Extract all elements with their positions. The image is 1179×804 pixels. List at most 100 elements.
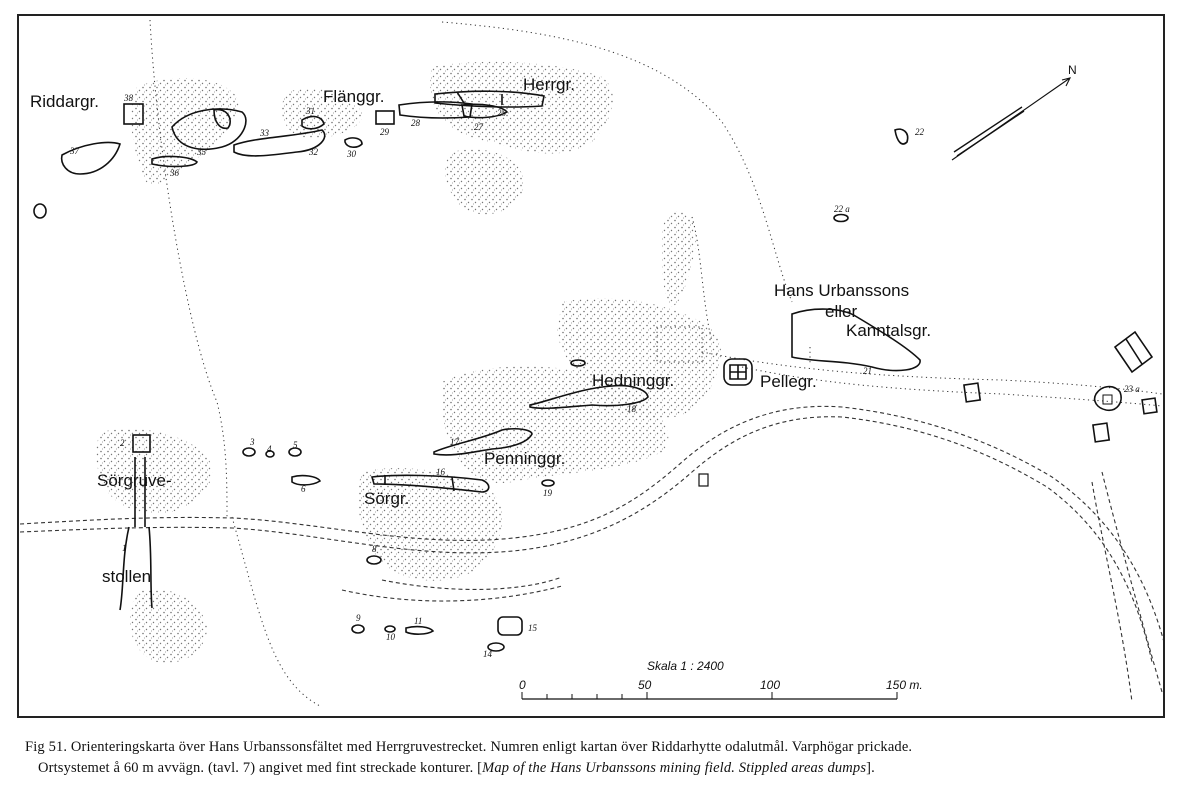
- mine-6: [291, 474, 322, 486]
- dump-area-hedning: [441, 366, 669, 484]
- label-sorgruve: Sörgruve-: [97, 471, 172, 490]
- num-18: 18: [627, 404, 637, 414]
- num-2: 2: [120, 438, 125, 448]
- mine-30: [344, 137, 363, 148]
- caption-line-2: Ortsystemet å 60 m avvägn. (tavl. 7) ang…: [25, 758, 1165, 779]
- mine-33: [233, 129, 326, 157]
- label-hans-urbanssons: Hans Urbanssons: [774, 281, 909, 300]
- sorgruve-adit-top: [134, 457, 146, 527]
- scale-bar: Skala 1 : 2400 0 50 100 150 m.: [519, 659, 923, 700]
- mine-herr-b: [456, 91, 503, 105]
- north-arrow-bar: [953, 106, 1025, 157]
- mine-11: [405, 625, 435, 635]
- scale-tick-0: 0: [519, 678, 526, 692]
- dump-area-herr-south: [445, 149, 524, 215]
- figure-caption: Fig 51. Orienteringskarta över Hans Urba…: [25, 737, 1165, 779]
- mine-17: [433, 427, 533, 456]
- num-4: 4: [267, 444, 272, 454]
- num-19: 19: [543, 488, 553, 498]
- label-flanggr: Flänggr.: [323, 87, 384, 106]
- dashed-gallery: [19, 405, 1163, 703]
- label-eller: eller: [825, 302, 857, 321]
- mine-4: [265, 450, 275, 458]
- building-south: [698, 473, 709, 487]
- map-frame: Riddargr. Flänggr. Herrgr. Hans Urbansso…: [17, 14, 1165, 718]
- map-labels: Riddargr. Flänggr. Herrgr. Hans Urbansso…: [30, 63, 1077, 586]
- num-27: 27: [474, 122, 484, 132]
- num-22a: 22 a: [834, 204, 850, 214]
- mine-36: [151, 155, 198, 168]
- building-east-3: [1092, 422, 1111, 443]
- mine-23a: [1093, 385, 1122, 412]
- num-6: 6: [301, 484, 306, 494]
- dump-areas: [96, 61, 721, 663]
- num-14: 14: [483, 649, 493, 659]
- num-17: 17: [450, 437, 460, 447]
- num-36: 36: [169, 168, 180, 178]
- mine-16-b: [384, 475, 455, 492]
- mine-19: [541, 479, 555, 487]
- contour-numbers: 1 2 3 4 5 6 8 9 10 11 14 15 16 17 18 19 …: [69, 93, 1140, 659]
- caption-line-1: Fig 51. Orienteringskarta över Hans Urba…: [25, 739, 913, 755]
- num-28: 28: [411, 118, 421, 128]
- mine-22a: [833, 213, 849, 223]
- mine-herr: [434, 90, 545, 108]
- scale-title: Skala 1 : 2400: [647, 659, 724, 673]
- num-37: 37: [69, 146, 80, 156]
- num-23a: 23 a: [1124, 384, 1140, 394]
- num-8: 8: [372, 544, 377, 554]
- mine-small-west: [33, 203, 47, 219]
- mine-35: [171, 108, 247, 150]
- mine-hans: [791, 308, 921, 372]
- num-11: 11: [414, 616, 422, 626]
- mine-22: [894, 128, 909, 145]
- label-stollen: stollen: [102, 567, 151, 586]
- num-25: 25: [497, 108, 507, 118]
- mine-contours: [33, 77, 1158, 652]
- building-east-2: [963, 382, 982, 403]
- scale-tick-50: 50: [638, 678, 652, 692]
- mine-14: [487, 642, 505, 652]
- mine-8: [366, 555, 382, 565]
- mine-5: [288, 447, 302, 457]
- mine-23a-inner: [1102, 394, 1113, 405]
- map-drawing: Riddargr. Flänggr. Herrgr. Hans Urbansso…: [19, 19, 1163, 708]
- mine-35-core: [213, 108, 231, 130]
- num-29: 29: [380, 127, 390, 137]
- mine-pelle-inner: [729, 364, 747, 380]
- mine-37: [60, 141, 122, 175]
- num-32: 32: [308, 147, 319, 157]
- label-sorgr: Sörgr.: [364, 489, 409, 508]
- building-east-4: [1141, 397, 1158, 415]
- label-pellegr: Pellegr.: [760, 372, 817, 391]
- label-north: N: [1068, 63, 1077, 77]
- building-east-1: [1113, 330, 1154, 374]
- mine-15: [497, 616, 523, 636]
- mine-16: [370, 474, 490, 493]
- dump-area-sorgruve: [96, 428, 213, 514]
- num-1: 1: [122, 543, 127, 553]
- num-31: 31: [305, 106, 315, 116]
- mine-hedning-small: [570, 359, 586, 367]
- label-herrgr: Herrgr.: [523, 75, 575, 94]
- mine-29: [375, 110, 395, 125]
- num-16: 16: [436, 467, 446, 477]
- stollen-adit: [119, 526, 153, 611]
- mine-31: [301, 115, 325, 130]
- dump-area-sorgr: [358, 468, 503, 581]
- num-5: 5: [293, 440, 298, 450]
- label-hedninggr: Hedninggr.: [592, 371, 674, 390]
- mine-38: [123, 103, 144, 125]
- mine-18: [529, 384, 649, 410]
- label-kanntalsgr: Kanntalsgr.: [846, 321, 931, 340]
- mine-pelle: [723, 358, 753, 386]
- num-10: 10: [386, 632, 396, 642]
- caption-line-2-translation: Map of the Hans Urbanssons mining field.…: [482, 760, 867, 776]
- caption-line-2-main: Ortsystemet å 60 m avvägn. (tavl. 7) ang…: [38, 760, 483, 776]
- dump-area-riddar: [130, 77, 239, 185]
- num-15: 15: [528, 623, 538, 633]
- label-penninggr: Penninggr.: [484, 449, 565, 468]
- label-riddargr: Riddargr.: [30, 92, 99, 111]
- mine-3: [242, 447, 256, 457]
- num-38: 38: [123, 93, 134, 103]
